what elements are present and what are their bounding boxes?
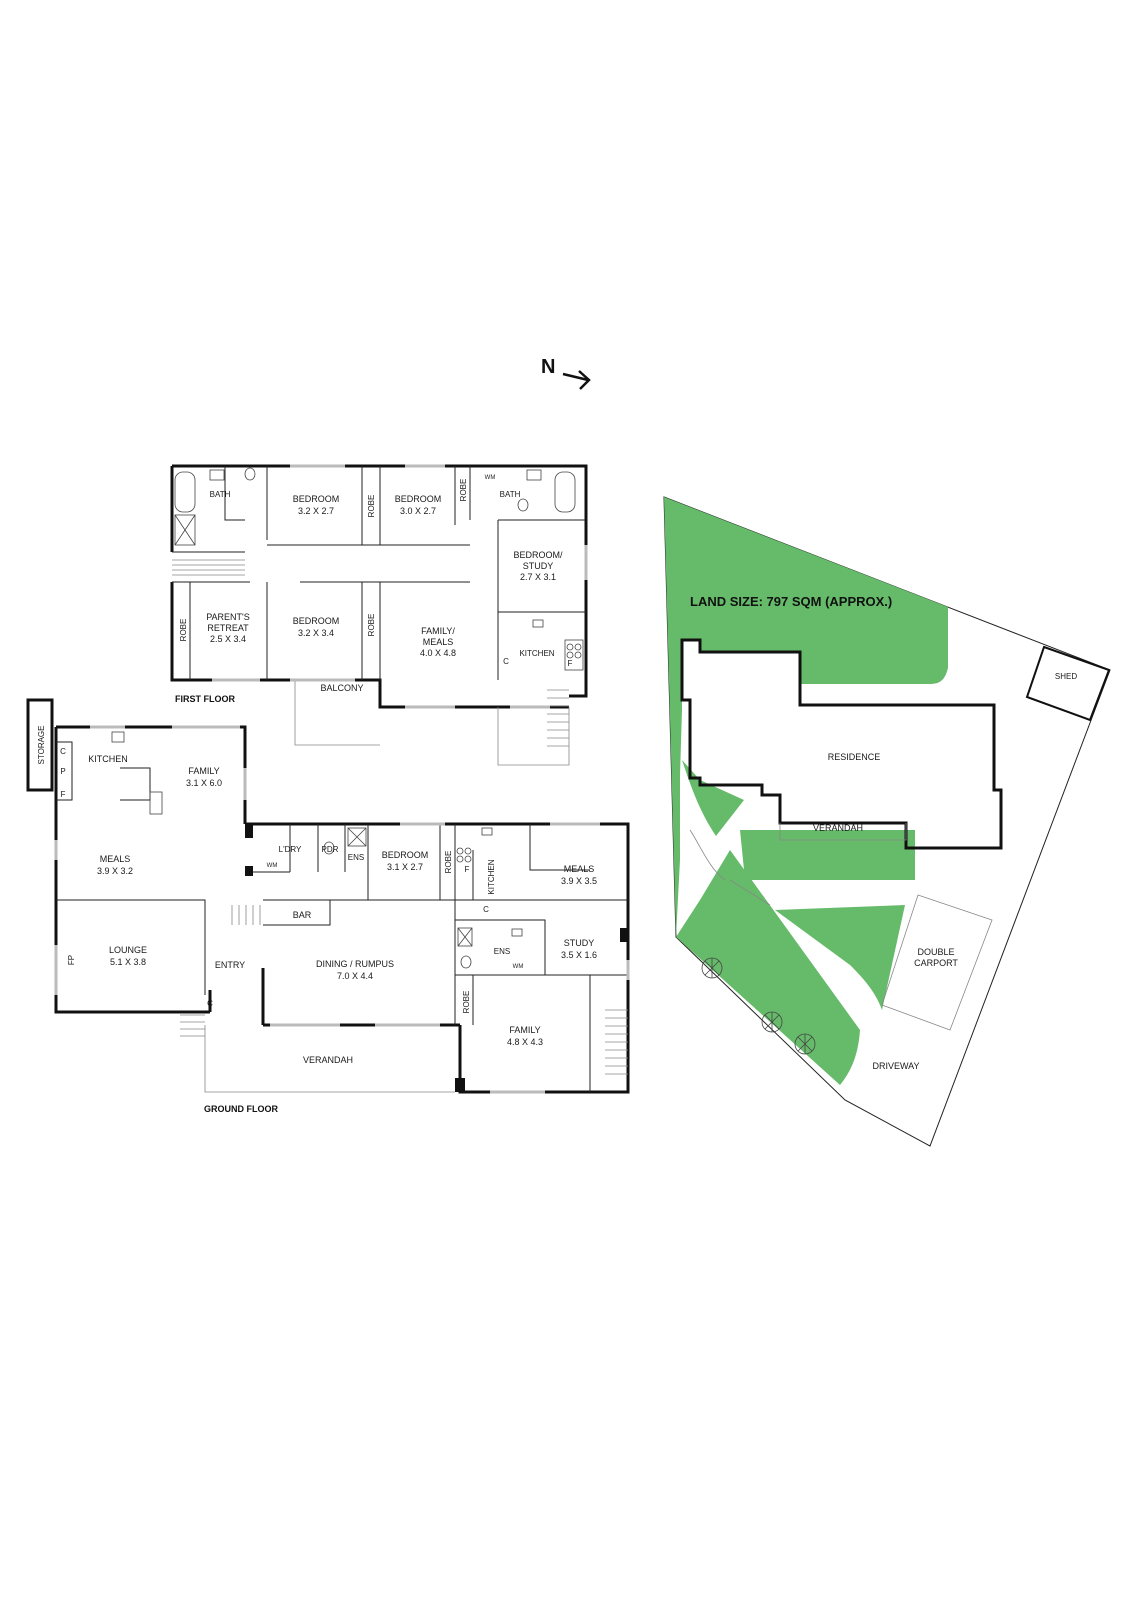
ground-c-2: C — [207, 999, 213, 1008]
room-kitchen-ground: KITCHEN — [88, 754, 128, 764]
first-c: C — [503, 657, 509, 666]
room-entry: ENTRY — [215, 960, 245, 970]
room-meals-ground-2-dims: 3.9 X 3.5 — [561, 876, 597, 886]
room-robe-4: ROBE — [367, 614, 376, 637]
room-robe-1: ROBE — [367, 495, 376, 518]
room-lounge-dims: 5.1 X 3.8 — [110, 957, 146, 967]
north-label: N — [541, 356, 555, 378]
first-floor-plan: FIRST FLOOR BATH BEDROOM 3.2 X 2.7 ROBE … — [170, 464, 588, 766]
ground-floor-plan: GROUND FLOOR STORAGE C P F KITCHEN FAMIL… — [26, 698, 630, 1114]
carport-outline — [881, 894, 993, 1031]
room-bedroom-2: BEDROOM — [395, 494, 442, 504]
room-bath-right: BATH — [500, 490, 521, 499]
room-meals-ground-2: MEALS — [564, 864, 595, 874]
first-f: F — [568, 659, 573, 668]
room-storage: STORAGE — [37, 726, 46, 765]
ground-f-1: F — [61, 790, 66, 799]
room-robe-3: ROBE — [179, 619, 188, 642]
room-verandah-ground: VERANDAH — [303, 1055, 353, 1065]
room-family-meals-line2: MEALS — [423, 637, 454, 647]
room-bedroom-1: BEDROOM — [293, 494, 340, 504]
first-floor-title: FIRST FLOOR — [175, 694, 235, 704]
room-study-ground: STUDY — [564, 938, 595, 948]
shed-label: SHED — [1055, 672, 1077, 681]
room-laundry: L'DRY — [279, 845, 302, 854]
ground-wm-2: WM — [513, 964, 524, 970]
room-bedroom-2-dims: 3.0 X 2.7 — [400, 506, 436, 516]
residence-label: RESIDENCE — [828, 752, 881, 762]
room-parents-retreat-line1: PARENT'S — [206, 612, 250, 622]
room-meals-ground-dims: 3.9 X 3.2 — [97, 866, 133, 876]
room-powder: PDR — [322, 845, 339, 854]
room-ensuite-1: ENS — [348, 853, 364, 862]
room-bedroom-study-dims: 2.7 X 3.1 — [520, 572, 556, 582]
ground-fp: FP — [67, 955, 76, 965]
ground-wm-1: WM — [267, 863, 278, 869]
north-arrow: N — [541, 356, 591, 390]
room-family-ground-2: FAMILY — [509, 1025, 540, 1035]
room-parents-retreat-dims: 2.5 X 3.4 — [210, 634, 246, 644]
room-study-ground-dims: 3.5 X 1.6 — [561, 950, 597, 960]
room-bedroom-3-dims: 3.2 X 3.4 — [298, 628, 334, 638]
room-bar: BAR — [293, 910, 312, 920]
room-dining-rumpus-dims: 7.0 X 4.4 — [337, 971, 373, 981]
shed-footprint — [1025, 645, 1111, 722]
lawn-south — [676, 850, 860, 1085]
room-ensuite-2: ENS — [494, 947, 510, 956]
room-bedroom-ground-dims: 3.1 X 2.7 — [387, 862, 423, 872]
room-robe-2: ROBE — [459, 479, 468, 502]
driveway-label: DRIVEWAY — [872, 1061, 919, 1071]
room-bedroom-3: BEDROOM — [293, 616, 340, 626]
land-size-label: LAND SIZE: 797 SQM (APPROX.) — [690, 594, 892, 609]
ground-p: P — [60, 767, 65, 776]
room-balcony: BALCONY — [320, 683, 363, 693]
room-bath-left: BATH — [210, 490, 231, 499]
room-family-ground-dims: 3.1 X 6.0 — [186, 778, 222, 788]
room-bedroom-1-dims: 3.2 X 2.7 — [298, 506, 334, 516]
carport-label-line1: DOUBLE — [917, 947, 954, 957]
room-bedroom-study-line1: BEDROOM/ — [513, 550, 563, 560]
first-wm: WM — [485, 475, 496, 481]
north-arrow-icon — [562, 372, 589, 382]
room-family-meals-dims: 4.0 X 4.8 — [420, 648, 456, 658]
ground-c-1: C — [60, 747, 66, 756]
room-dining-rumpus: DINING / RUMPUS — [316, 959, 394, 969]
room-robe-ground-1: ROBE — [444, 851, 453, 874]
room-bedroom-study-line2: STUDY — [523, 561, 554, 571]
site-plan: LAND SIZE: 797 SQM (APPROX.) RESIDENCE V… — [663, 496, 1111, 1147]
room-lounge: LOUNGE — [109, 945, 147, 955]
ground-floor-title: GROUND FLOOR — [204, 1104, 278, 1114]
tree-icon — [701, 957, 816, 1055]
room-family-ground-2-dims: 4.8 X 4.3 — [507, 1037, 543, 1047]
lawn-middle — [740, 830, 915, 880]
ground-c-3: C — [483, 905, 489, 914]
room-kitchen-first: KITCHEN — [519, 649, 554, 658]
room-meals-ground: MEALS — [100, 854, 131, 864]
room-bedroom-ground: BEDROOM — [382, 850, 429, 860]
room-parents-retreat-line2: RETREAT — [207, 623, 249, 633]
room-family-meals-line1: FAMILY/ — [421, 626, 455, 636]
carport-label-line2: CARPORT — [914, 958, 958, 968]
room-robe-ground-2: ROBE — [462, 991, 471, 1014]
ground-f-2: F — [465, 865, 470, 874]
site-verandah-label: VERANDAH — [813, 823, 863, 833]
lawn-north — [664, 497, 948, 937]
room-kitchen-ground-2: KITCHEN — [487, 859, 496, 894]
room-family-ground: FAMILY — [188, 766, 219, 776]
